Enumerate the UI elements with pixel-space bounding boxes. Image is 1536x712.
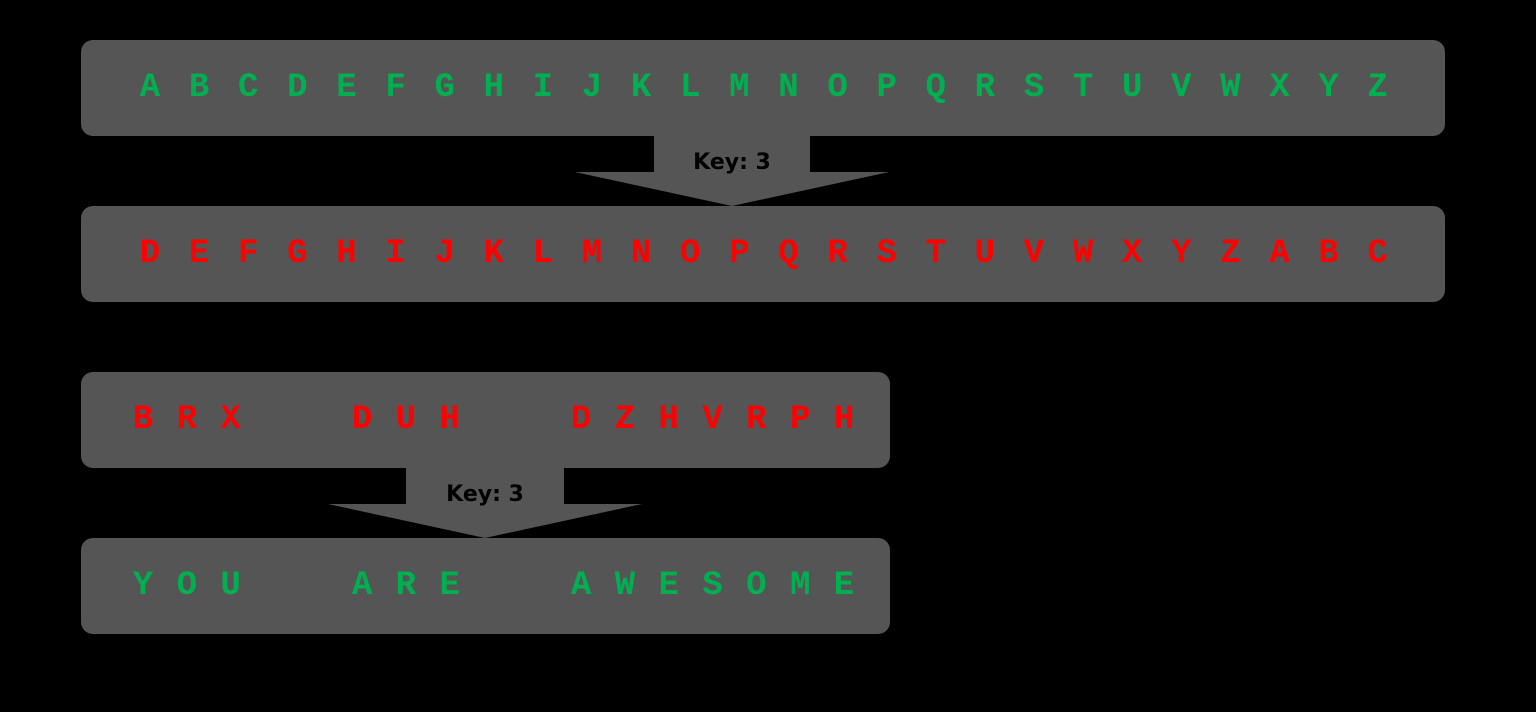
letter: Y [1318,69,1339,107]
letter: O [176,567,198,605]
letter: E [833,567,855,605]
letter: H [483,69,504,107]
arrow-shape [328,466,642,538]
key-label: Key: 3 [446,482,524,507]
letter: S [702,567,723,605]
letter: D [570,401,592,439]
letter: S [1023,69,1045,107]
letter: E [658,567,679,605]
letter: A [1269,235,1290,273]
letter: M [789,567,811,605]
letter: E [336,69,357,107]
letter: L [532,235,554,273]
letter: R [974,69,996,107]
letter: C [238,69,259,107]
letter: P [789,401,811,439]
letter: Q [925,69,946,107]
letter: E [439,567,460,605]
letter: G [287,235,308,273]
letter: H [658,401,679,439]
letter: Y [1171,235,1192,273]
letter: R [176,401,198,439]
letter: Z [1367,69,1388,107]
letter: K [630,69,652,107]
letter: O [746,567,767,605]
letter: R [746,401,767,439]
letter: U [974,235,996,273]
letter: V [1171,69,1192,107]
letter: X [1121,235,1143,273]
letter: Q [778,235,799,273]
letter: M [729,69,750,107]
letter: D [139,235,161,273]
letter: V [702,401,723,439]
letter: U [395,401,417,439]
letter: P [729,235,750,273]
key-label: Key: 3 [693,150,771,175]
letter: Z [1220,235,1241,273]
letter: W [614,567,636,605]
letter: J [434,235,455,273]
letter: J [581,69,603,107]
letter: H [439,401,460,439]
letter: C [1367,235,1388,273]
letter: I [532,69,554,107]
letter: A [139,69,161,107]
letter: K [483,235,504,273]
letter: E [188,235,210,273]
key-arrow-down [328,466,642,538]
letter: D [287,69,308,107]
letter: F [385,69,406,107]
letter: O [680,235,701,273]
letter: A [570,567,592,605]
key-arrow-down [575,134,889,206]
letter: U [1121,69,1143,107]
letter: R [827,235,848,273]
letter: L [680,69,701,107]
letter: I [385,235,406,273]
letter: A [351,567,373,605]
letter: N [778,69,799,107]
letter: B [188,69,210,107]
letter: T [925,235,946,273]
letter: X [220,401,241,439]
arrow-shape [575,134,889,206]
letter: W [1072,235,1094,273]
letter: B [1318,235,1339,273]
letter: Z [614,401,636,439]
letter: D [351,401,373,439]
letter: X [1269,69,1290,107]
letter: R [395,567,417,605]
letter: S [876,235,897,273]
letter: H [833,401,855,439]
letter: O [827,69,848,107]
letter: B [132,401,154,439]
letter: U [220,567,241,605]
letter: W [1220,69,1241,107]
letter: G [434,69,455,107]
letter: F [238,235,259,273]
letter: Y [132,567,154,605]
letter: N [630,235,652,273]
letter: V [1023,235,1045,273]
letter: P [876,69,897,107]
letter: H [336,235,357,273]
letter: T [1072,69,1094,107]
letter: M [581,235,603,273]
